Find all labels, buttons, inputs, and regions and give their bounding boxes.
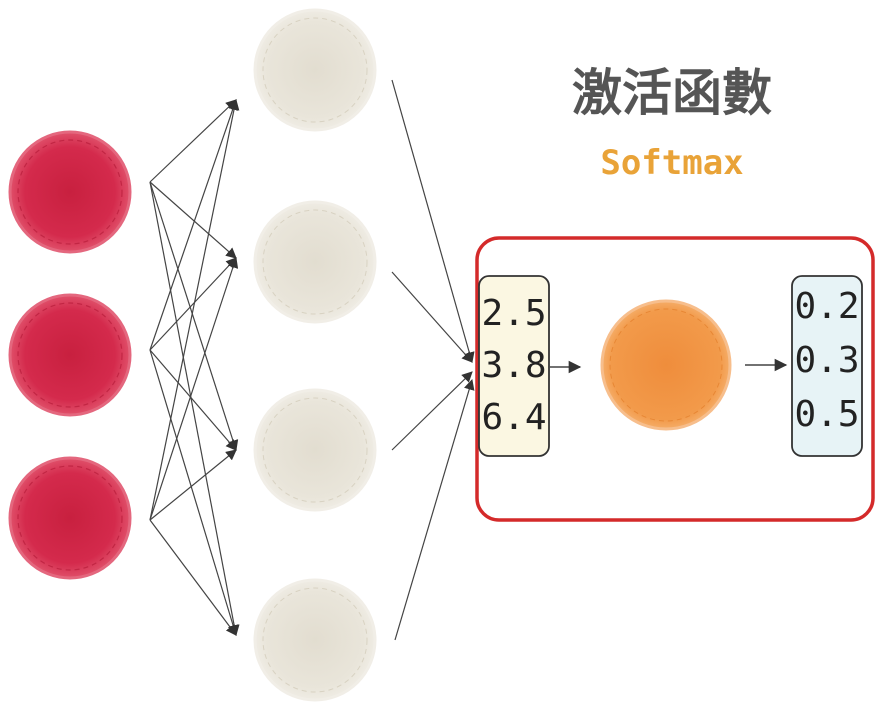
- output-vector: 0.2 0.3 0.5: [791, 275, 863, 457]
- connection-edge: [149, 256, 239, 521]
- input-vector-box: [478, 275, 550, 457]
- input-node: [8, 293, 132, 417]
- hidden-node: [253, 200, 377, 324]
- diagram-title: 激活函數: [572, 64, 772, 122]
- connection-edge: [149, 181, 240, 637]
- hidden-node: [253, 388, 377, 512]
- connection-edge: [149, 99, 237, 183]
- connection-edge: [149, 181, 237, 259]
- input-vector-value: 3.8: [481, 345, 546, 386]
- connection-edge: [391, 79, 475, 364]
- hidden-node: [253, 8, 377, 132]
- connection-edge: [149, 181, 239, 452]
- output-vector-value: 0.5: [794, 394, 859, 435]
- connection-edge: [391, 371, 473, 451]
- connection-edge: [391, 271, 473, 363]
- input-node: [8, 456, 132, 580]
- input-layer: [8, 130, 132, 580]
- hidden-output-connections: [391, 79, 475, 641]
- connection-edge: [149, 349, 239, 637]
- connection-edge: [149, 519, 237, 636]
- connection-edge: [149, 98, 238, 351]
- softmax-node: [600, 299, 732, 431]
- input-hidden-connections: [149, 98, 240, 637]
- input-vector: 2.5 3.8 6.4: [478, 275, 550, 457]
- input-vector-value: 2.5: [481, 293, 546, 334]
- diagram-subtitle: Softmax: [600, 143, 743, 183]
- hidden-layer: [253, 8, 377, 702]
- connection-edge: [149, 257, 237, 351]
- connection-edge: [149, 349, 237, 451]
- output-vector-value: 0.2: [794, 286, 859, 327]
- input-node: [8, 130, 132, 254]
- input-vector-value: 6.4: [481, 397, 546, 438]
- softmax-node-group: [600, 299, 732, 431]
- connection-edge: [394, 378, 475, 641]
- connection-edge: [149, 449, 237, 521]
- hidden-node: [253, 578, 377, 702]
- output-vector-box: [791, 275, 863, 457]
- output-vector-value: 0.3: [794, 340, 859, 381]
- connection-edge: [149, 98, 240, 521]
- softmax-highlight-box: [475, 236, 875, 522]
